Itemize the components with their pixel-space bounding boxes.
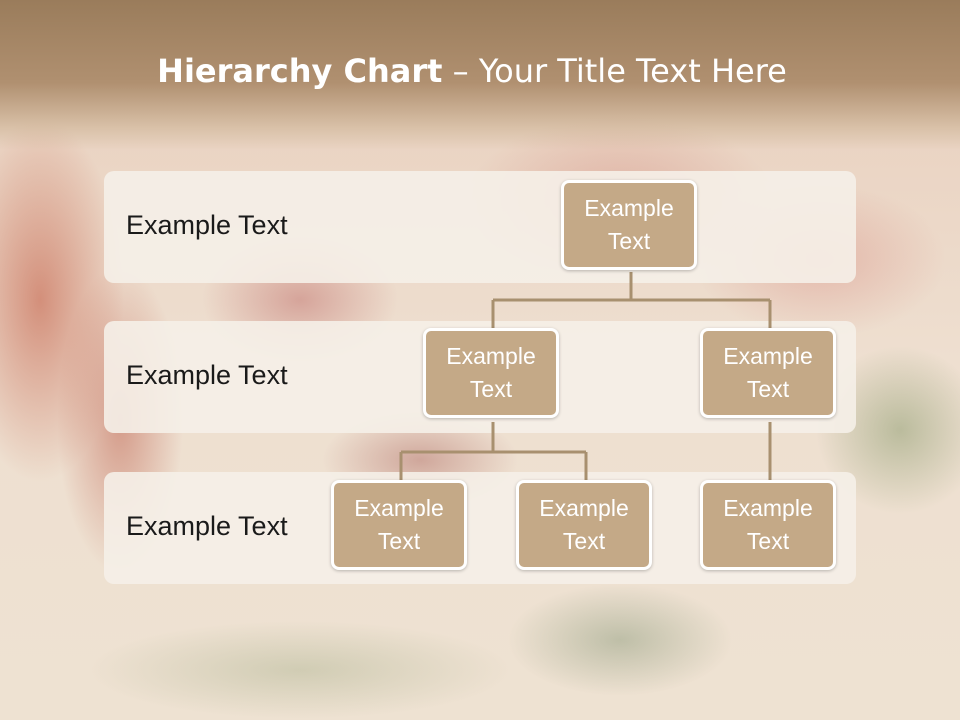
node-level2-right[interactable]: Example Text — [700, 328, 836, 418]
level-label-2: Example Text — [126, 360, 288, 390]
node-root[interactable]: Example Text — [561, 180, 697, 270]
slide-title: Hierarchy Chart – Your Title Text Here — [0, 52, 944, 90]
title-rest: – Your Title Text Here — [442, 52, 787, 90]
node-level3-c[interactable]: Example Text — [700, 480, 836, 570]
node-level3-b[interactable]: Example Text — [516, 480, 652, 570]
node-level2-left[interactable]: Example Text — [423, 328, 559, 418]
node-level3-a[interactable]: Example Text — [331, 480, 467, 570]
level-label-3: Example Text — [126, 511, 288, 541]
title-bold: Hierarchy Chart — [157, 52, 443, 90]
level-band-1 — [104, 171, 856, 283]
title-bar — [0, 0, 960, 150]
level-label-1: Example Text — [126, 210, 288, 240]
